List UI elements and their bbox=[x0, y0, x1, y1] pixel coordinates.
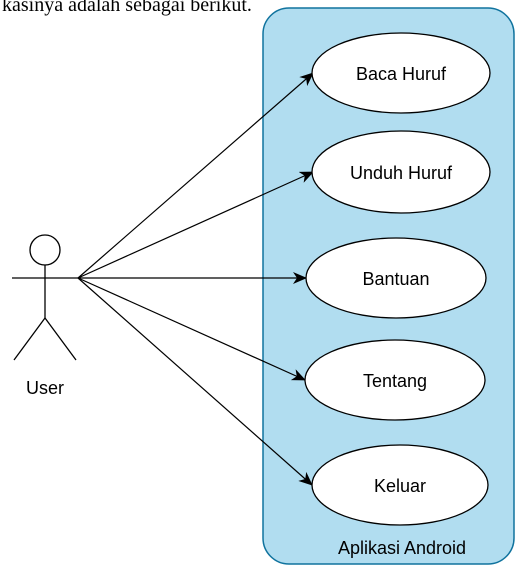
edge-to-tentang bbox=[77, 277, 306, 381]
use-case-ellipse bbox=[311, 32, 491, 114]
use-case-unduh-huruf: Unduh Huruf bbox=[311, 130, 491, 214]
use-case-ellipse bbox=[311, 130, 491, 214]
actor-left-leg bbox=[13, 317, 46, 361]
use-case-ellipse bbox=[311, 444, 489, 526]
use-case-label: Unduh Huruf bbox=[350, 163, 453, 183]
use-case-bantuan: Bantuan bbox=[305, 237, 487, 319]
use-case-ellipse bbox=[305, 237, 487, 319]
edge-to-baca-huruf bbox=[77, 72, 314, 279]
use-case-keluar: Keluar bbox=[311, 444, 489, 526]
use-case-label: Keluar bbox=[374, 476, 426, 496]
edges bbox=[77, 72, 314, 486]
actor-head bbox=[29, 234, 61, 266]
use-case-ellipse bbox=[304, 339, 486, 421]
use-case-label: Bantuan bbox=[362, 269, 429, 289]
use-case-label: Baca Huruf bbox=[356, 64, 447, 84]
edge-to-unduh-huruf bbox=[77, 171, 314, 279]
system-boundary-label: Aplikasi Android bbox=[338, 538, 466, 558]
caption-text: kasinya adalah sebagai berikut. bbox=[2, 0, 252, 16]
use-case-tentang: Tentang bbox=[304, 339, 486, 421]
actor-label: User bbox=[26, 378, 64, 398]
use-case-baca-huruf: Baca Huruf bbox=[311, 32, 491, 114]
actor-user bbox=[12, 234, 78, 361]
edge-to-keluar bbox=[77, 277, 313, 486]
actor-right-leg bbox=[44, 317, 77, 361]
use-case-label: Tentang bbox=[363, 371, 427, 391]
